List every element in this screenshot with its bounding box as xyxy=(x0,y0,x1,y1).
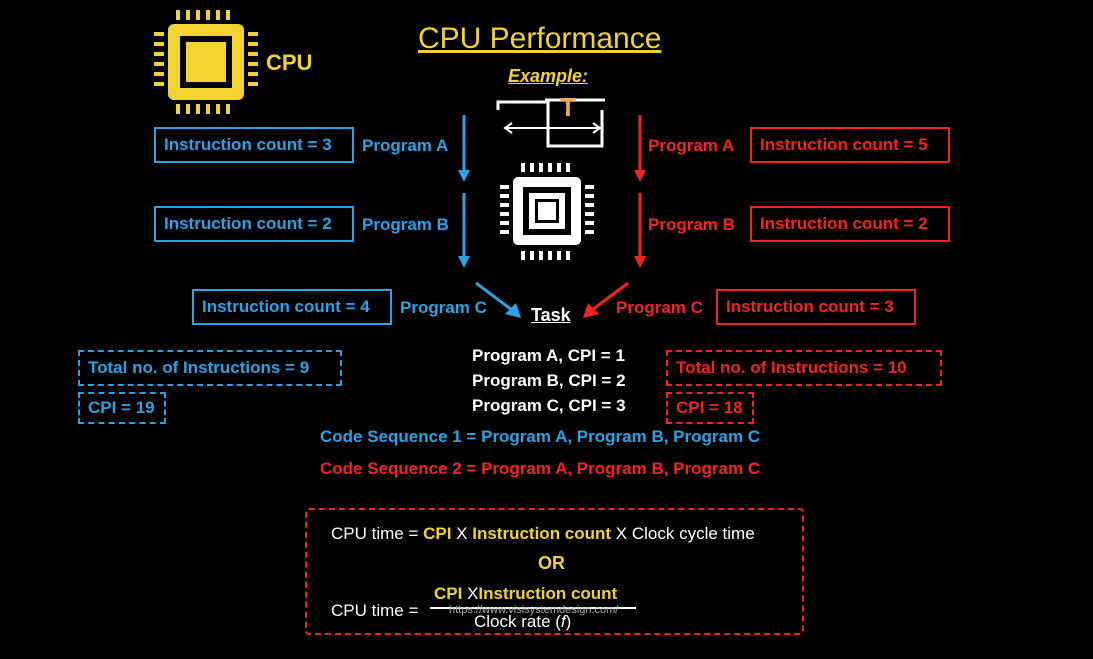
right-total-instructions: Total no. of Instructions = 10 xyxy=(666,350,942,386)
cpu-chip-icon-yellow xyxy=(154,10,258,114)
example-label: Example: xyxy=(508,66,589,86)
watermark-url: https://www.visisystemdesign.com/ xyxy=(449,604,619,616)
right-program-c: Program C xyxy=(616,298,703,317)
right-program-b: Program B xyxy=(648,215,735,234)
formula-1-x: X xyxy=(451,524,473,543)
left-program-a: Program A xyxy=(362,136,449,155)
formula-numerator: CPI XInstruction count xyxy=(434,584,617,604)
clock-waveform-icon xyxy=(496,98,605,148)
cpi-program-a: Program A, CPI = 1 xyxy=(472,346,625,365)
formula-1-suffix: X Clock cycle time xyxy=(611,524,755,543)
code-sequence-1: Code Sequence 1 = Program A, Program B, … xyxy=(320,427,761,446)
formula-line-1: CPU time = CPI X Instruction count X Clo… xyxy=(331,524,755,544)
left-program-c: Program C xyxy=(400,298,487,317)
left-cpi: CPI = 19 xyxy=(78,392,166,424)
formula-or: OR xyxy=(538,553,565,573)
formula-box xyxy=(305,508,804,635)
formula-1-prefix: CPU time = xyxy=(331,524,424,543)
denominator-text: Clock rate ( xyxy=(474,612,561,631)
formula-denominator: Clock rate (f) xyxy=(474,612,571,632)
left-total-instructions: Total no. of Instructions = 9 xyxy=(78,350,342,386)
right-instruction-count-b: Instruction count = 2 xyxy=(750,206,950,242)
page-title: CPU Performance xyxy=(418,22,662,55)
right-instruction-count-c: Instruction count = 3 xyxy=(716,289,916,325)
task-label: Task xyxy=(531,305,571,325)
left-program-b: Program B xyxy=(362,215,449,234)
blue-arrows xyxy=(458,115,521,318)
formula-1-instruction-count: Instruction count xyxy=(472,524,612,543)
numerator-cpi: CPI xyxy=(434,584,463,603)
right-instruction-count-a: Instruction count = 5 xyxy=(750,127,950,163)
right-program-a: Program A xyxy=(648,136,735,155)
numerator-x: X xyxy=(462,584,479,603)
left-instruction-count-a: Instruction count = 3 xyxy=(154,127,354,163)
cpu-chip-icon-white xyxy=(500,163,594,260)
formula-1-cpi: CPI xyxy=(423,524,452,543)
red-arrows xyxy=(583,115,646,318)
cpi-program-c: Program C, CPI = 3 xyxy=(472,396,626,415)
clock-period-label: T xyxy=(560,92,576,122)
denominator-f: f xyxy=(560,612,566,631)
left-instruction-count-c: Instruction count = 4 xyxy=(192,289,392,325)
denominator-close: ) xyxy=(565,612,572,631)
cpi-program-b: Program B, CPI = 2 xyxy=(472,371,626,390)
left-instruction-count-b: Instruction count = 2 xyxy=(154,206,354,242)
right-cpi: CPI = 18 xyxy=(666,392,754,424)
cpu-label: CPU xyxy=(266,50,313,75)
formula-2-prefix: CPU time = xyxy=(331,601,419,620)
code-sequence-2: Code Sequence 2 = Program A, Program B, … xyxy=(320,459,761,478)
numerator-instruction-count: Instruction count xyxy=(478,584,618,603)
